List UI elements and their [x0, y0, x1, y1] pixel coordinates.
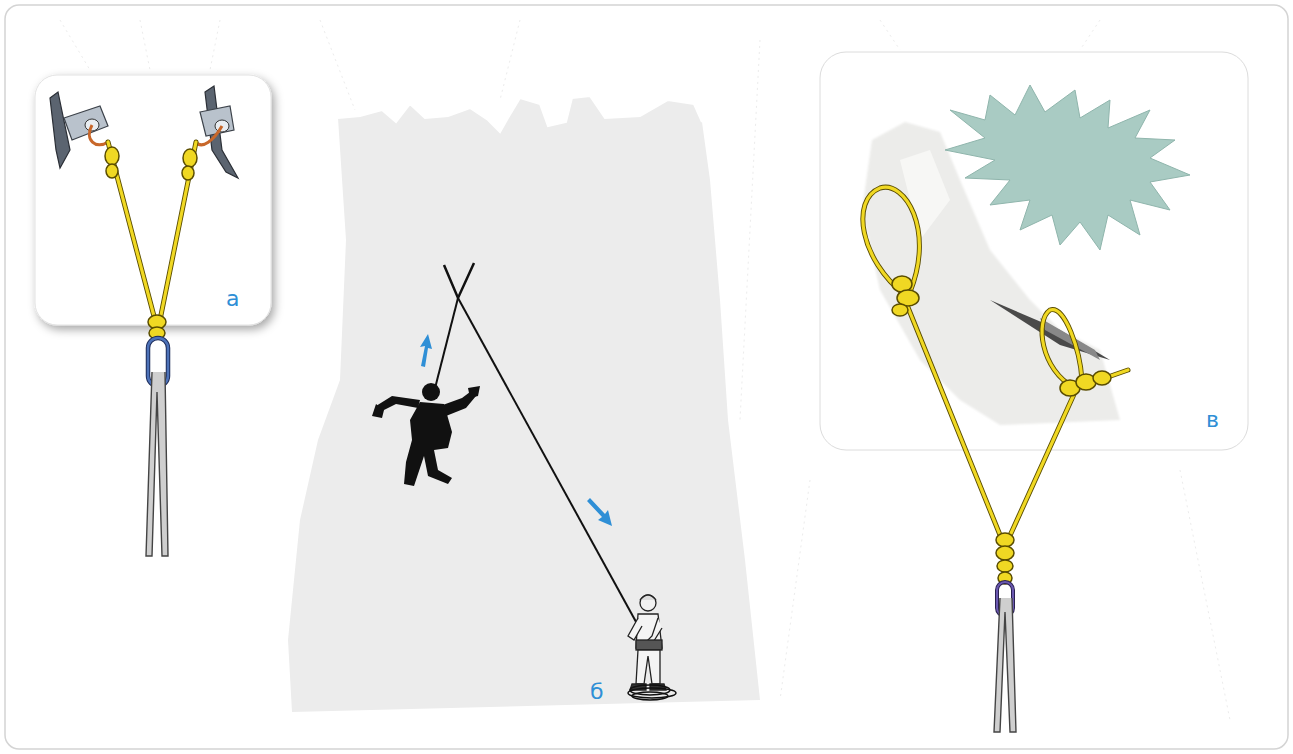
direction-arrows — [420, 334, 612, 526]
rope-b — [432, 298, 646, 640]
knots-a — [105, 147, 197, 339]
anchor-b — [444, 263, 474, 298]
sling — [994, 598, 1016, 732]
panel-b — [288, 96, 760, 712]
panel-letter: б — [590, 680, 604, 704]
climber — [372, 383, 480, 486]
piton-left — [50, 92, 108, 168]
panel-letter: в — [1206, 408, 1219, 432]
rope-c — [863, 187, 1128, 540]
rope-a — [108, 142, 196, 320]
panel-a — [35, 75, 271, 556]
bush — [945, 85, 1190, 250]
knots-c — [892, 276, 1111, 584]
sling — [146, 372, 168, 556]
rock-face — [288, 96, 760, 712]
outer-frame — [5, 5, 1288, 749]
panel-letter: а — [226, 287, 239, 311]
panel-c — [820, 52, 1248, 732]
belayer — [628, 595, 676, 700]
